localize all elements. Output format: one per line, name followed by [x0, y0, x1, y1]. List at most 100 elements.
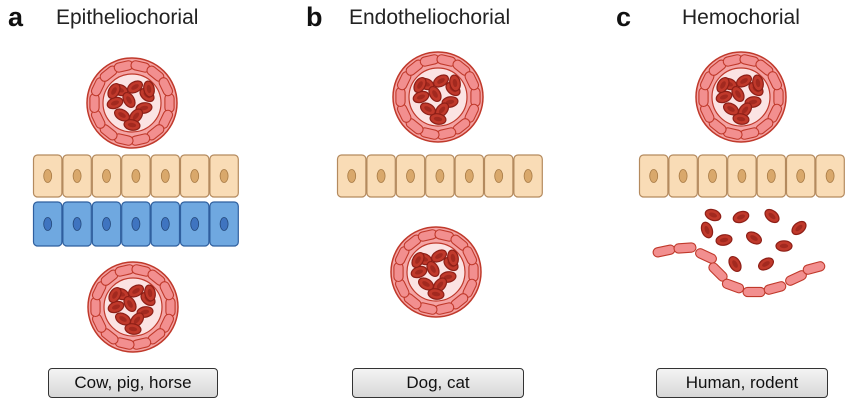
maternal-vessel-bottom — [87, 261, 179, 353]
panel-letter: c — [616, 2, 632, 32]
red-blood-cell — [115, 312, 131, 326]
ruptured-endothelium — [652, 242, 826, 298]
red-blood-cell — [732, 210, 750, 224]
trophoblast-cell — [785, 154, 816, 198]
red-blood-cell — [764, 208, 780, 224]
endothelial-cell — [763, 281, 787, 295]
trophoblast-cell — [425, 154, 455, 198]
trophoblast-cell — [513, 154, 543, 198]
trophoblast-cell — [395, 154, 426, 198]
red-blood-cell — [736, 74, 752, 88]
red-blood-cell — [716, 77, 730, 93]
endothelial-cell — [673, 242, 697, 254]
trophoblast-cell — [638, 154, 669, 198]
trophoblast-cell — [32, 154, 63, 198]
red-blood-cell — [428, 86, 442, 102]
endothelial-cell — [773, 86, 784, 108]
red-blood-cell — [447, 249, 459, 267]
panel-title: Endotheliochorial — [349, 6, 511, 29]
endothelial-cell — [698, 86, 709, 108]
endothelial-cell — [159, 281, 175, 301]
red-blood-cell — [752, 74, 764, 92]
uterine-epithelial-cell — [179, 201, 210, 247]
red-blood-cell — [128, 284, 144, 298]
trophoblast-cell — [756, 154, 787, 198]
trophoblast-cell — [366, 154, 396, 198]
endothelial-cell — [165, 296, 176, 318]
red-blood-cell — [123, 296, 137, 312]
panel-title: Epitheliochorial — [56, 6, 199, 29]
red-blood-cell — [746, 231, 762, 245]
epitheliochorial-diagram — [32, 57, 239, 353]
red-blood-cell — [700, 221, 714, 239]
uterine-epithelial-cell — [121, 201, 151, 247]
panel-letter: b — [306, 2, 323, 32]
red-blood-cell — [413, 77, 427, 93]
endothelial-cell — [695, 248, 717, 264]
red-blood-cell — [418, 277, 434, 291]
red-blood-cell — [433, 74, 449, 88]
species-label: Dog, cat — [352, 368, 524, 398]
red-blood-cell — [775, 240, 793, 252]
panel-hemochorial: c Hemochorial Human, rodent — [608, 0, 850, 404]
red-blood-cell — [127, 80, 143, 94]
endothelial-cell — [395, 86, 406, 108]
red-blood-cell — [427, 288, 445, 300]
red-blood-cell — [107, 300, 125, 314]
red-blood-cell — [122, 92, 136, 108]
trophoblast-cell — [668, 154, 698, 198]
endothelial-cell — [742, 286, 766, 298]
trophoblast-cell — [815, 154, 845, 198]
panel-letter: a — [8, 2, 24, 32]
red-blood-cell — [791, 220, 807, 236]
red-blood-cell — [715, 234, 733, 246]
endothelial-cell — [802, 261, 826, 275]
maternal-vessel-top — [392, 51, 484, 143]
trophoblast-cell — [209, 154, 239, 198]
endothelial-cell — [470, 86, 481, 108]
uterine-epithelial-cell — [150, 201, 181, 247]
endothelial-cell — [393, 261, 404, 283]
panel-title: Hemochorial — [682, 6, 800, 29]
uterine-epithelial-cell — [91, 201, 122, 247]
endothelial-cell — [767, 71, 783, 91]
red-blood-cell — [144, 284, 156, 302]
maternal-vessel-bottom — [390, 226, 482, 318]
uterine-epithelial-cell — [209, 201, 239, 247]
trophoblast-cell — [727, 154, 757, 198]
endothelial-cell — [464, 71, 480, 91]
trophoblast-layer — [336, 154, 543, 198]
red-blood-cell — [704, 208, 722, 222]
species-label: Human, rodent — [656, 368, 828, 398]
trophoblast-cell — [697, 154, 728, 198]
trophoblast-cell — [91, 154, 122, 198]
red-blood-cell — [123, 119, 141, 131]
uterine-epithelium-layer — [32, 201, 239, 247]
endothelial-cell — [89, 92, 100, 114]
red-blood-cell — [449, 74, 461, 92]
red-blood-cell — [431, 249, 447, 263]
endothelial-cell — [468, 261, 479, 283]
red-blood-cell — [411, 252, 425, 268]
maternal-blood-pool — [700, 208, 807, 272]
maternal-vessel-top — [86, 57, 178, 149]
endothelial-cell — [158, 77, 174, 97]
trophoblast-layer — [32, 154, 239, 198]
red-blood-cell — [426, 261, 440, 277]
uterine-epithelial-cell — [32, 201, 63, 247]
red-blood-cell — [108, 287, 122, 303]
endothelial-cell — [90, 296, 101, 318]
endothelial-cell — [462, 246, 478, 266]
trophoblast-cell — [483, 154, 514, 198]
hemochorial-diagram — [638, 51, 845, 298]
panel-epitheliochorial: a Epitheliochorial Cow, pig, horse — [0, 0, 283, 404]
trophoblast-cell — [150, 154, 181, 198]
trophoblast-cell — [454, 154, 485, 198]
uterine-epithelial-cell — [62, 201, 92, 247]
red-blood-cell — [106, 96, 124, 110]
red-blood-cell — [728, 256, 742, 272]
species-label: Cow, pig, horse — [48, 368, 218, 398]
trophoblast-layer — [638, 154, 845, 198]
red-blood-cell — [731, 86, 745, 102]
trophoblast-cell — [62, 154, 92, 198]
